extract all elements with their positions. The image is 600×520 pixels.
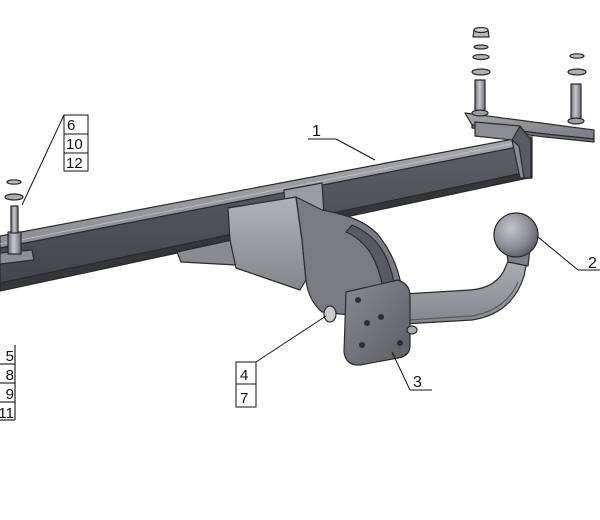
label-6: 6 [67,117,75,134]
label-9: 9 [6,386,14,403]
label-3: 3 [413,374,422,391]
tow-ball [493,212,539,258]
socket-plate [323,279,418,366]
right-mounting-bracket [464,112,595,179]
bolt-stack-right-b [567,53,587,125]
label-2: 2 [588,255,597,272]
pin-icon [323,305,337,323]
callout-tow-ball: 2 [588,255,597,272]
label-12: 12 [66,155,83,172]
label-1: 1 [312,123,321,140]
leader-lines [21,114,600,391]
label-8: 8 [6,367,14,384]
callout-main-beam: 1 [312,123,321,140]
callout-stack-right: 6 10 12 [63,114,89,172]
callout-stack-center: 4 7 [235,361,257,408]
tow-arm [403,245,531,325]
label-10: 10 [66,136,83,153]
label-4: 4 [240,367,248,384]
callout-socket-plate: 3 [413,374,422,391]
label-11: 11 [0,405,14,422]
callout-stack-left: 5 8 9 11 [0,345,16,422]
label-7: 7 [240,390,248,407]
bolt-stack-left [0,179,35,265]
bolt-stack-right-a [471,26,491,117]
label-5: 5 [6,348,14,365]
